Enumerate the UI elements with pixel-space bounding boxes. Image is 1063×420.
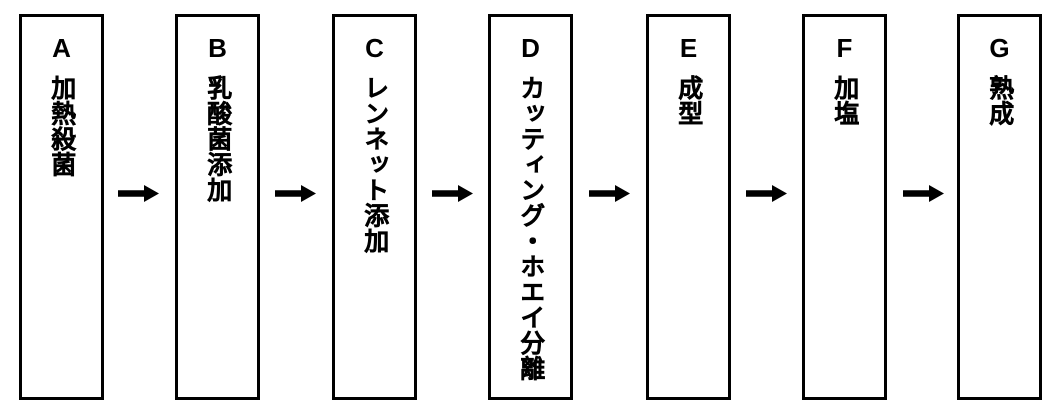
- step-letter-c: C: [365, 33, 384, 63]
- step-label-a: 加熱殺菌: [47, 75, 76, 177]
- step-label-g: 熟成: [985, 75, 1014, 126]
- step-letter-d: D: [521, 33, 540, 63]
- step-label-d: カッティング・ホエイ分離: [516, 75, 545, 381]
- process-step-e[interactable]: E 成型: [646, 14, 731, 400]
- step-label-b: 乳酸菌添加: [203, 75, 232, 203]
- step-letter-f: F: [836, 33, 853, 63]
- arrow-e-to-f: [746, 185, 787, 202]
- process-step-c[interactable]: C レンネット添加: [332, 14, 417, 400]
- process-step-g[interactable]: G 熟成: [957, 14, 1042, 400]
- process-step-b[interactable]: B 乳酸菌添加: [175, 14, 260, 400]
- process-step-a[interactable]: A 加熱殺菌: [19, 14, 104, 400]
- arrow-a-to-b: [118, 185, 159, 202]
- arrow-f-to-g: [903, 185, 944, 202]
- arrow-c-to-d: [432, 185, 473, 202]
- step-label-c: レンネット添加: [360, 75, 389, 254]
- arrow-b-to-c: [275, 185, 316, 202]
- arrow-d-to-e: [589, 185, 630, 202]
- step-letter-b: B: [208, 33, 227, 63]
- step-letter-e: E: [679, 33, 698, 63]
- step-letter-a: A: [52, 33, 71, 63]
- step-label-f: 加塩: [830, 75, 859, 126]
- step-letter-g: G: [989, 33, 1010, 63]
- step-label-e: 成型: [674, 75, 703, 126]
- process-step-f[interactable]: F 加塩: [802, 14, 887, 400]
- process-step-d[interactable]: D カッティング・ホエイ分離: [488, 14, 573, 400]
